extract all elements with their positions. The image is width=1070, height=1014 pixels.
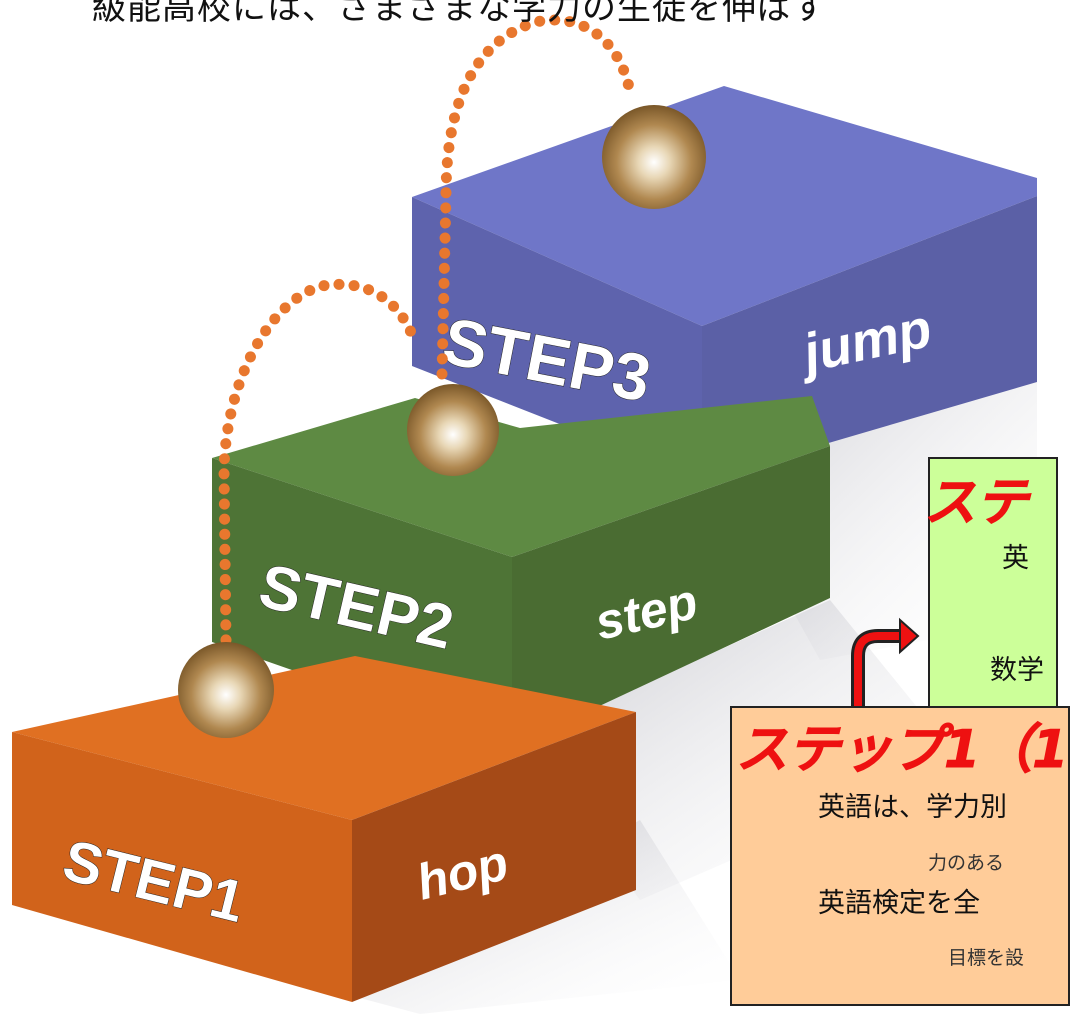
step1-callout-line-2: 力のある <box>928 852 1005 874</box>
step2-callout-box: ステ 英 数学 <box>923 457 1058 715</box>
ball-step3 <box>602 105 706 209</box>
step1-callout-line-1: 英語は、学力別 <box>818 792 1007 823</box>
step1-top-face <box>12 656 636 820</box>
arrow-shaft-fill <box>854 632 902 706</box>
step2-callout-line-2: 数学 <box>990 655 1044 686</box>
step2-callout-title: ステ <box>923 473 1029 533</box>
step3-block <box>412 86 1037 480</box>
step1-callout-line-4: 目標を設 <box>948 947 1025 969</box>
step1-side-face <box>352 712 636 1002</box>
page-heading: 級能高校には、さまざまな学力の生徒を伸ばす <box>92 0 827 28</box>
step3-front-face <box>412 197 702 480</box>
step1-front-face <box>12 732 352 1002</box>
step3-top-face <box>412 86 1037 326</box>
staircase-illustration: STEP3 jump STEP2 step STEP1 hop <box>12 14 1037 1014</box>
trajectory-lower <box>218 278 420 646</box>
balls <box>178 105 706 738</box>
step2-side-face <box>512 446 830 747</box>
step1-block <box>12 656 636 1002</box>
step2-top-face <box>212 396 830 557</box>
step1-callout-line-3: 英語検定を全 <box>818 888 980 919</box>
arrow-head <box>899 617 920 655</box>
diagram-canvas: STEP3 jump STEP2 step STEP1 hop 級能高校には、さ… <box>12 0 1070 1014</box>
ball-step2 <box>407 384 499 476</box>
bent-arrow <box>851 617 920 706</box>
step1-callout-box: ステップ1（1 英語は、学力別 力のある 英語検定を全 目標を設 <box>730 706 1070 1006</box>
step2-callout-line-1: 英 <box>1002 543 1029 574</box>
trajectory-upper <box>436 14 636 380</box>
step1-callout-title: ステップ1（1 <box>735 720 1069 780</box>
dotted-trajectory <box>218 14 636 646</box>
ball-step1 <box>178 642 274 738</box>
